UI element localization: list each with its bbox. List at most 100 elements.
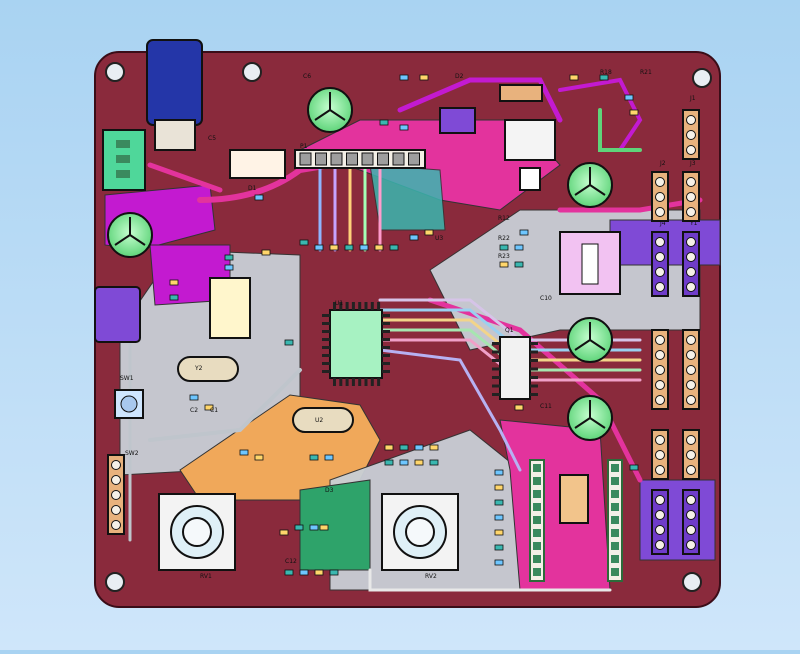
mcu-pin xyxy=(322,322,330,325)
potentiometer-rv2 xyxy=(381,493,459,571)
smd-component xyxy=(359,244,369,251)
mcu-pin xyxy=(351,302,355,310)
header-body xyxy=(294,149,426,169)
header-pad xyxy=(686,450,696,460)
header-pad xyxy=(111,520,121,530)
header-pin xyxy=(330,152,343,166)
smd-component xyxy=(494,529,504,536)
header-column xyxy=(682,489,700,555)
header-column xyxy=(651,489,669,555)
smd-component xyxy=(569,74,579,81)
trace-pink xyxy=(147,162,223,193)
mcu-pin xyxy=(345,302,349,310)
header-pad xyxy=(686,350,696,360)
smd-component xyxy=(629,464,639,471)
smd-component xyxy=(494,499,504,506)
smd-component xyxy=(299,239,309,246)
soic-pin xyxy=(530,376,538,379)
header-pad xyxy=(655,465,665,475)
crystals xyxy=(177,356,354,433)
header-pad xyxy=(686,510,696,520)
mounting-holes xyxy=(105,62,712,592)
smd-component xyxy=(514,261,524,268)
silkscreen-label: C1 xyxy=(210,407,218,414)
header-pad xyxy=(655,177,665,187)
smd-component xyxy=(329,244,339,251)
silkscreen-label: R21 xyxy=(640,69,652,76)
smd-component xyxy=(499,244,509,251)
header-pin xyxy=(346,152,358,166)
header-pad xyxy=(686,365,696,375)
mcu-pin xyxy=(345,378,349,386)
silkscreen-label: R22 xyxy=(498,235,510,242)
header-pad xyxy=(655,237,665,247)
header-pad xyxy=(686,495,696,505)
smd-component xyxy=(494,544,504,551)
header-pin xyxy=(315,152,327,166)
header-pad xyxy=(686,130,696,140)
smd-component xyxy=(324,454,334,461)
trace-pink xyxy=(557,197,703,213)
smd-component xyxy=(254,194,264,201)
smd-component xyxy=(379,119,389,126)
dip-window xyxy=(581,243,599,285)
smd-component xyxy=(309,454,319,461)
smd-component xyxy=(494,514,504,521)
header-column xyxy=(651,231,669,297)
mcu-pin xyxy=(370,378,374,386)
header-pad xyxy=(686,465,696,475)
smd-component xyxy=(399,444,409,451)
mcu-pin xyxy=(322,330,330,333)
jst-pin xyxy=(116,140,130,148)
header-pin xyxy=(392,152,405,166)
smd-component xyxy=(314,569,324,576)
header-pad xyxy=(655,510,665,520)
header-pad xyxy=(686,435,696,445)
mcu-pin xyxy=(322,338,330,341)
inductor xyxy=(519,167,541,191)
smd-component xyxy=(499,261,509,268)
regulators xyxy=(229,84,556,191)
silkscreen-label: C10 xyxy=(540,295,552,302)
silkscreen-label: C12 xyxy=(285,558,297,565)
mcu-pin xyxy=(382,314,390,317)
mcu-pin xyxy=(339,378,343,386)
header-pad xyxy=(611,542,619,550)
mcu-pin xyxy=(351,378,355,386)
silkscreen-label: R12 xyxy=(498,215,510,222)
dip-socket xyxy=(559,231,621,295)
microcontroller-qfp xyxy=(322,302,390,386)
mounting-hole xyxy=(242,62,262,82)
silkscreen-label: J4 xyxy=(659,220,666,227)
header-pad xyxy=(611,516,619,524)
header-pad xyxy=(686,252,696,262)
soic-pin xyxy=(530,350,538,354)
smd-component xyxy=(309,524,319,531)
smd-component xyxy=(624,94,634,101)
smd-component xyxy=(299,569,309,576)
header-pad xyxy=(533,503,541,511)
smd-component xyxy=(261,249,271,256)
ic-purple xyxy=(439,107,476,134)
smd-component xyxy=(239,449,249,456)
smd-component xyxy=(419,74,429,81)
header-pin xyxy=(361,152,374,166)
crystal-y2 xyxy=(292,407,354,433)
header-pad xyxy=(655,350,665,360)
potentiometers xyxy=(158,493,459,571)
header-pad xyxy=(686,335,696,345)
header-pad xyxy=(686,380,696,390)
barrel-base xyxy=(154,119,196,151)
smd-component xyxy=(429,444,439,451)
header-pad xyxy=(611,555,619,563)
soic-pin xyxy=(492,350,500,354)
header-pin xyxy=(408,152,420,166)
mcu-pin xyxy=(333,378,336,386)
usb-connector xyxy=(94,286,141,343)
header-pad xyxy=(655,540,665,550)
header-pad xyxy=(111,475,121,485)
smd-component xyxy=(314,244,324,251)
small-header xyxy=(499,84,543,102)
silkscreen-label: SW1 xyxy=(120,375,134,382)
header-pad xyxy=(611,477,619,485)
